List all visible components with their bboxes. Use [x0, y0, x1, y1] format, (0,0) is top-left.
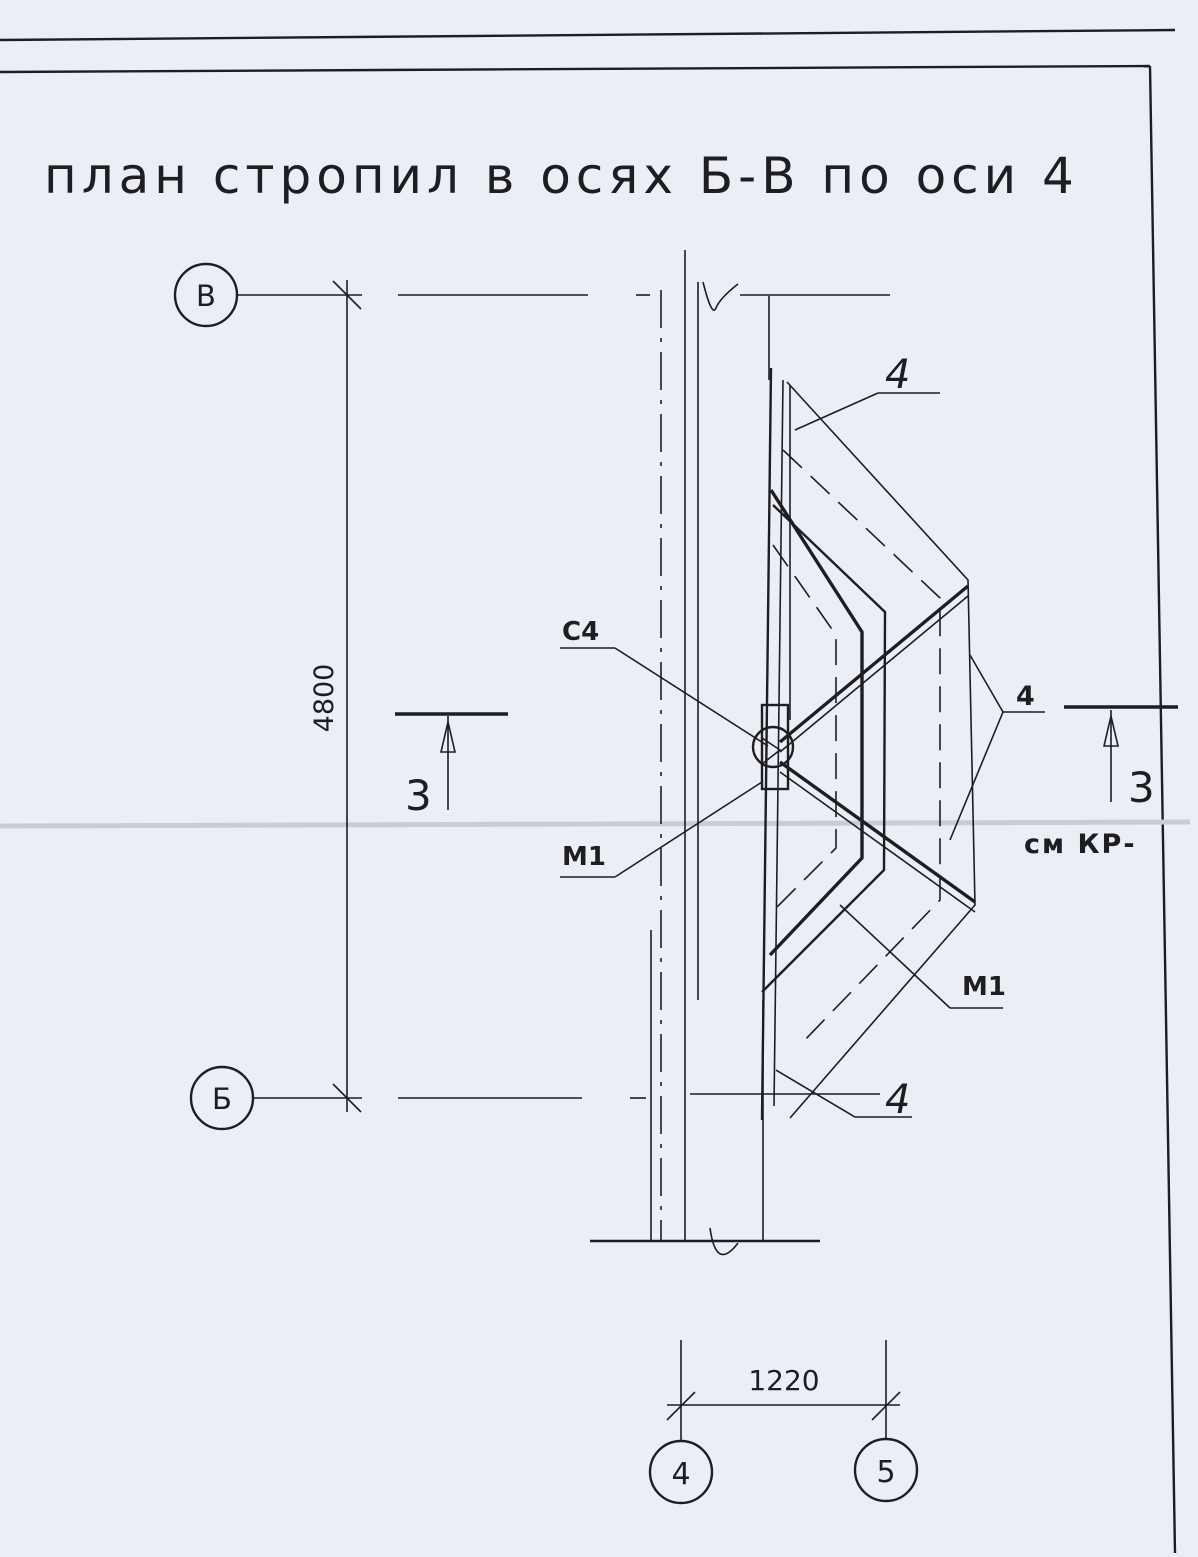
- label-four-mid: 4: [1016, 681, 1035, 712]
- axis-row-bottom-label: Б: [212, 1082, 232, 1116]
- diagonal-rafters: [778, 584, 976, 913]
- label-c4: С4: [562, 617, 599, 647]
- label-m1-left: М1: [562, 842, 606, 872]
- section-mark-right-label: 3: [1128, 763, 1155, 812]
- axis-row-top: В: [173, 262, 890, 328]
- label-m1-right: М1: [962, 972, 1006, 1002]
- label-four-bottom: 4: [885, 1077, 910, 1123]
- node-c4: [751, 703, 795, 791]
- dimension-horizontal: 1220: [666, 1340, 901, 1440]
- dimension-vertical-value: 4800: [309, 664, 340, 733]
- axis-column-right-label: 5: [876, 1455, 895, 1490]
- section-mark-left-label: 3: [405, 771, 432, 820]
- axis-column-right: 5: [853, 1437, 919, 1503]
- wall-axis-lines: [590, 250, 820, 1256]
- dimension-vertical: 4800: [309, 280, 362, 1113]
- dimension-horizontal-value: 1220: [748, 1364, 819, 1397]
- see-kr-reference: см КР-: [1024, 829, 1137, 860]
- rafter-outlines: [760, 367, 976, 1121]
- axis-column-left-label: 4: [671, 1457, 690, 1492]
- sheet-frame: [0, 28, 1191, 1554]
- section-mark-right: 3 см КР-: [1024, 705, 1178, 860]
- section-mark-left: 3: [395, 712, 508, 820]
- drawing-title: план стропил в осях Б-В по оси 4: [44, 147, 1079, 205]
- axis-row-bottom: Б: [189, 1065, 880, 1131]
- label-four-top: 4: [885, 352, 910, 398]
- callouts: С4 М1 М1 4 4 4: [560, 352, 1045, 1123]
- axis-row-top-label: В: [196, 279, 216, 313]
- axis-column-left: 4: [648, 1439, 714, 1505]
